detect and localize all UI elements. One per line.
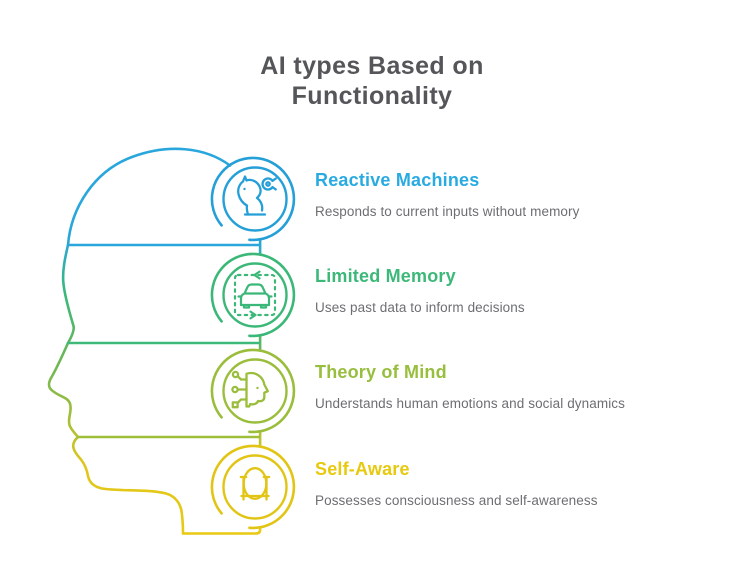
autonomous-car-icon bbox=[233, 270, 277, 320]
mirror-icon bbox=[239, 467, 271, 501]
list-item-reactive-machines: Reactive Machines Responds to current in… bbox=[315, 170, 715, 220]
item-description: Understands human emotions and social dy… bbox=[315, 396, 626, 411]
badge-theory-of-mind bbox=[210, 348, 296, 434]
item-description: Uses past data to inform decisions bbox=[315, 300, 525, 315]
page-title: AI types Based on Functionality bbox=[0, 51, 744, 111]
list-item-limited-memory: Limited Memory Uses past data to inform … bbox=[315, 266, 715, 316]
chess-knight-wrench-icon bbox=[237, 175, 277, 216]
item-label: Theory of Mind bbox=[315, 362, 447, 382]
item-label: Reactive Machines bbox=[315, 170, 480, 190]
item-label: Limited Memory bbox=[315, 266, 456, 286]
title-line-1: AI types Based on bbox=[260, 52, 484, 80]
title-line-2: Functionality bbox=[291, 82, 453, 110]
badge-self-aware bbox=[210, 444, 296, 530]
badge-limited-memory bbox=[210, 252, 296, 338]
badge-reactive-machines bbox=[210, 156, 296, 242]
head-profile-outline bbox=[47, 147, 262, 535]
item-description: Responds to current inputs without memor… bbox=[315, 204, 580, 219]
list-item-self-aware: Self-Aware Possesses consciousness and s… bbox=[315, 459, 715, 509]
item-description: Possesses consciousness and self-awarene… bbox=[315, 493, 598, 508]
list-item-theory-of-mind: Theory of Mind Understands human emotion… bbox=[315, 362, 715, 412]
item-label: Self-Aware bbox=[315, 459, 410, 479]
face-circuit-icon bbox=[231, 370, 269, 409]
